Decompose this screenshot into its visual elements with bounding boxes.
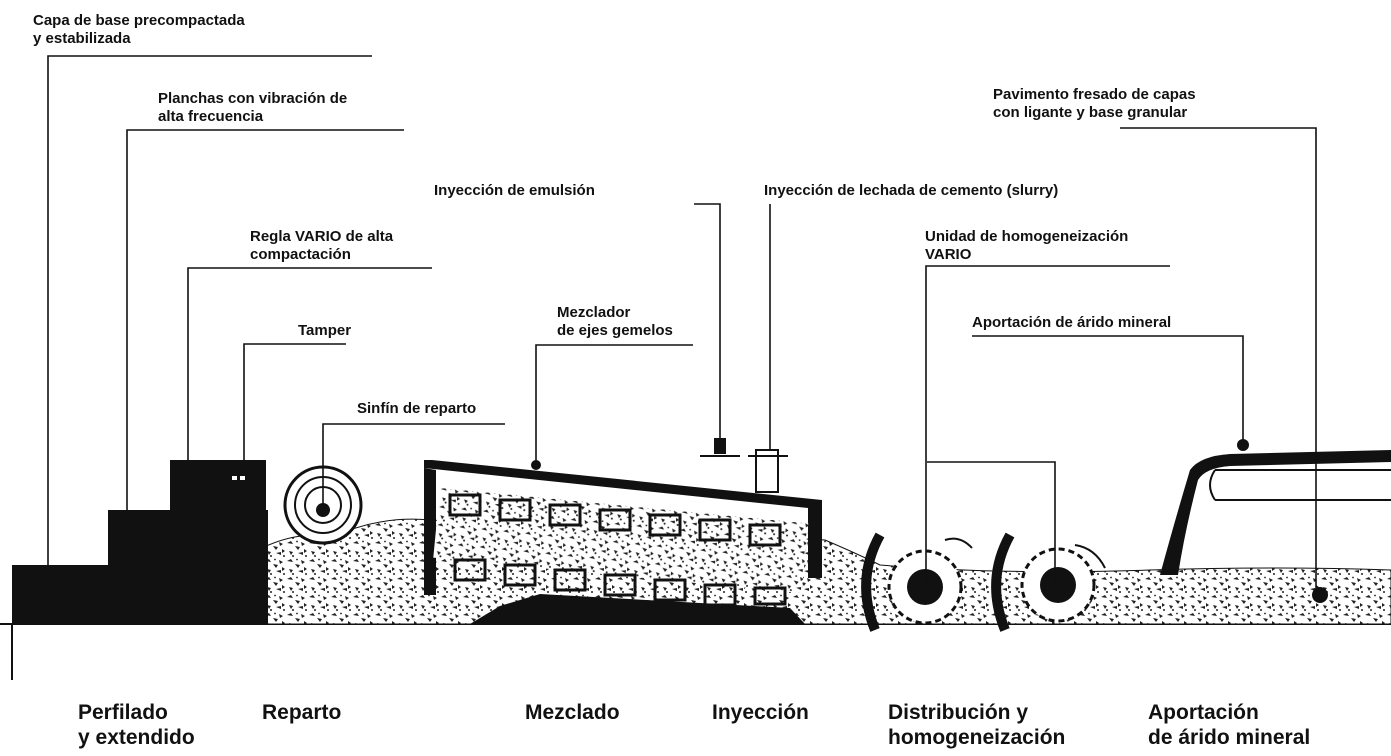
paver-steps [108,460,268,624]
label-cement-slurry-injection: Inyección de lechada de cemento (slurry) [764,182,1059,199]
leader-lines [47,55,1317,595]
mixer-bottom-plate [470,594,805,624]
label-spreading-auger: Sinfín de reparto [357,400,477,417]
twin-shaft-mixer-drawing [424,438,822,607]
stage-mixing: Mezclado [525,701,620,724]
label-tamper: Tamper [298,322,352,339]
stage-injection: Inyección [712,701,809,724]
label-emulsion-injection: Inyección de emulsión [434,182,595,199]
aggregate-conveyor [1160,450,1391,603]
label-mineral-aggregate-supply: Aportación de árido mineral [972,314,1172,331]
stage-spreading: Reparto [262,701,342,724]
homogenizer-rotors [861,532,1106,632]
